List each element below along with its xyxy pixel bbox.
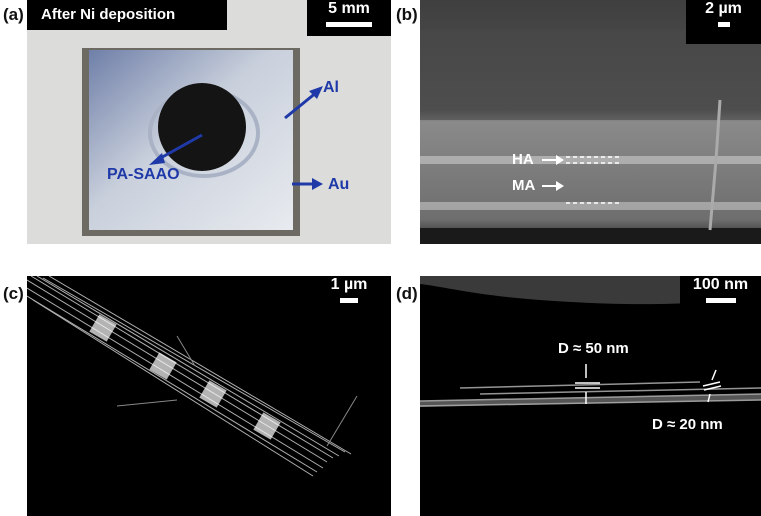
pa-saao-window bbox=[158, 83, 246, 171]
scale-bar-a: 5 mm bbox=[307, 0, 391, 36]
scale-label-b: 2 µm bbox=[705, 0, 742, 17]
panel-b-sem: 2 µm HA MA bbox=[420, 0, 761, 244]
panel-label-a: (a) bbox=[3, 5, 24, 24]
label-ma: MA bbox=[512, 177, 536, 194]
scale-label-a: 5 mm bbox=[328, 0, 370, 17]
label-d20: D ≈ 20 nm bbox=[652, 416, 723, 433]
scale-line-d bbox=[705, 298, 736, 303]
nanowire-bundle-image bbox=[27, 276, 391, 516]
scale-line-b bbox=[717, 22, 730, 27]
label-au: Au bbox=[328, 176, 350, 193]
panel-d-sem: 100 nm D ≈ 50 nm D ≈ 20 nm bbox=[420, 276, 761, 516]
scale-line-c bbox=[340, 298, 358, 303]
panel-label-c: (c) bbox=[3, 284, 24, 303]
panel-c-sem: 1 µm bbox=[27, 276, 391, 516]
cross-section-image bbox=[420, 0, 761, 244]
panel-a-title: After Ni deposition bbox=[27, 0, 227, 30]
scale-label-d: 100 nm bbox=[692, 276, 749, 293]
nanowire-closeup-image bbox=[420, 276, 761, 516]
label-pa-saao: PA-SAAO bbox=[107, 166, 180, 183]
scale-bar-b: 2 µm bbox=[686, 0, 761, 44]
scale-bar-c: 1 µm bbox=[307, 276, 391, 310]
label-d50: D ≈ 50 nm bbox=[558, 340, 629, 357]
label-al: Al bbox=[323, 79, 339, 96]
panel-a-photo: After Ni deposition 5 mm Al Au PA-SAAO bbox=[27, 0, 391, 244]
panel-label-b: (b) bbox=[396, 5, 418, 24]
label-ha: HA bbox=[512, 151, 534, 168]
sample-photo bbox=[27, 0, 391, 244]
panel-label-d: (d) bbox=[396, 284, 418, 303]
scale-label-c: 1 µm bbox=[330, 276, 368, 293]
scale-bar-d: 100 nm bbox=[680, 276, 761, 314]
scale-line-a bbox=[326, 22, 372, 27]
